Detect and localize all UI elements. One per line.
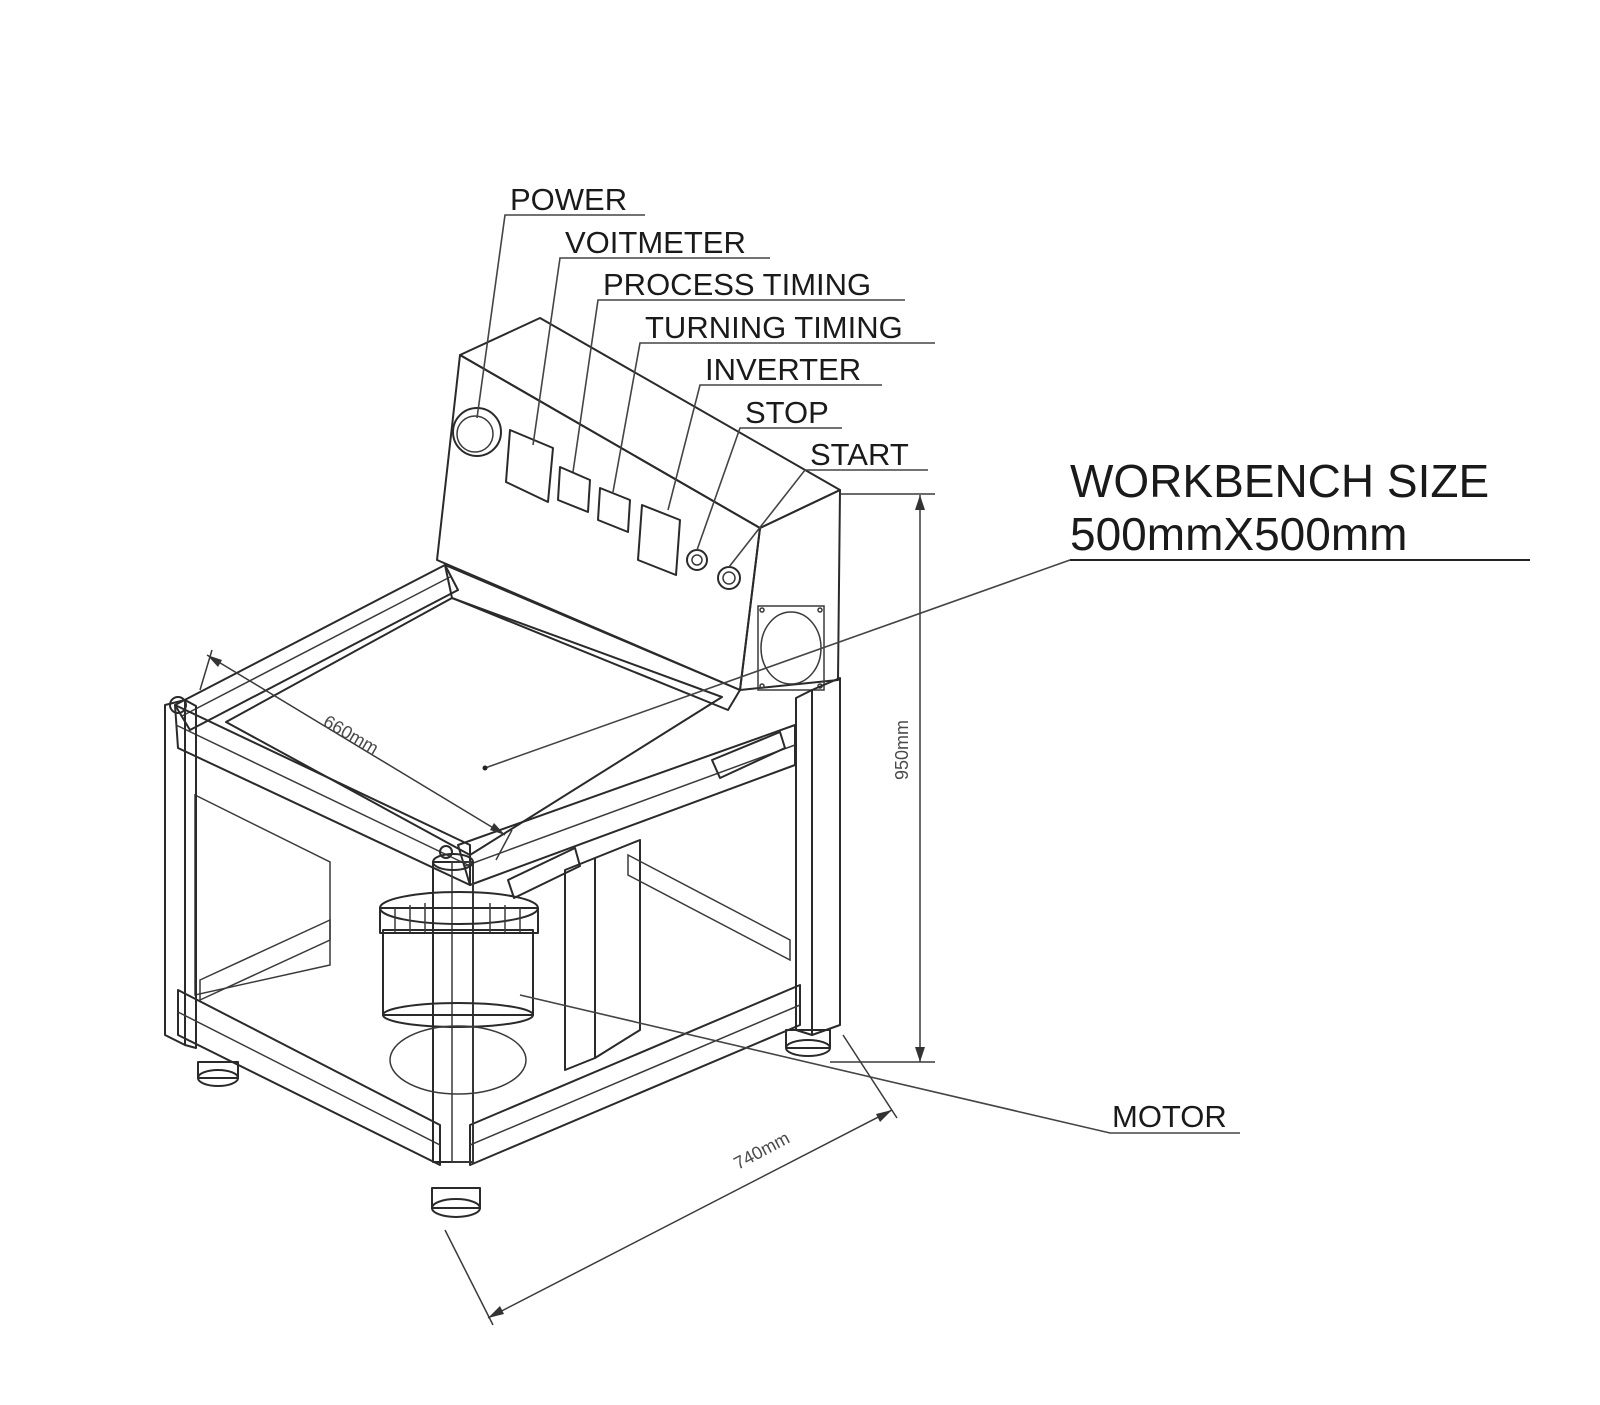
dimension-depth: 660mm bbox=[199, 649, 513, 861]
workbench-size-title: WORKBENCH SIZE bbox=[1070, 455, 1489, 507]
callout-start: START bbox=[728, 437, 928, 568]
label-voltmeter: VOITMETER bbox=[565, 225, 746, 260]
process-timer-display bbox=[557, 466, 591, 513]
label-power: POWER bbox=[510, 182, 627, 217]
inverter-display bbox=[637, 504, 681, 576]
label-start: START bbox=[810, 437, 909, 472]
label-inverter: INVERTER bbox=[705, 352, 861, 387]
workbench-size-value: 500mmX500mm bbox=[1070, 508, 1407, 560]
label-turning-timing: TURNING TIMING bbox=[645, 310, 903, 345]
power-switch-icon bbox=[452, 407, 502, 457]
label-dimension-height: 950mm bbox=[892, 720, 912, 780]
callout-turning-timing: TURNING TIMING bbox=[612, 310, 935, 493]
start-button-icon bbox=[717, 566, 741, 590]
voltmeter-display bbox=[505, 429, 554, 503]
label-motor: MOTOR bbox=[1112, 1099, 1227, 1134]
workbench-frame bbox=[164, 564, 841, 1218]
dimension-height: 950mm bbox=[830, 493, 935, 1063]
callout-power: POWER bbox=[476, 182, 645, 419]
motor-icon bbox=[379, 891, 539, 1095]
label-process-timing: PROCESS TIMING bbox=[603, 267, 871, 302]
turning-timer-display bbox=[597, 487, 631, 533]
callout-workbench-size: WORKBENCH SIZE 500mmX500mm bbox=[482, 455, 1530, 771]
dimension-width: 740mm bbox=[444, 1034, 898, 1326]
callout-process-timing: PROCESS TIMING bbox=[572, 267, 905, 473]
control-panel bbox=[436, 317, 841, 691]
callout-inverter: INVERTER bbox=[667, 352, 882, 511]
callout-voltmeter: VOITMETER bbox=[532, 225, 770, 446]
callout-motor: MOTOR bbox=[519, 994, 1240, 1134]
label-stop: STOP bbox=[745, 395, 829, 430]
callout-stop: STOP bbox=[696, 395, 842, 551]
stop-button-icon bbox=[686, 549, 708, 571]
label-dimension-depth: 660mm bbox=[320, 711, 382, 758]
